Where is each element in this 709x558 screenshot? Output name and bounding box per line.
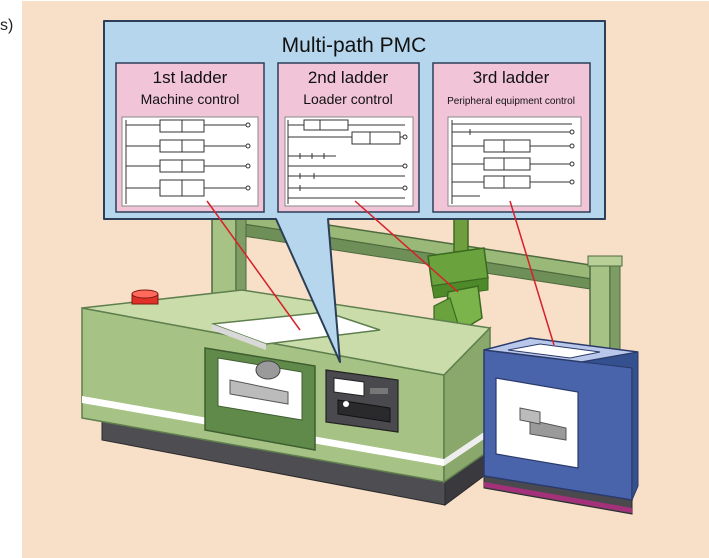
ladder-1-heading: 1st ladder bbox=[153, 68, 228, 87]
figure-marker: s) bbox=[0, 17, 13, 34]
connector-line-1 bbox=[206, 200, 301, 331]
ladder-box-1: 1st ladder Machine control bbox=[115, 62, 265, 213]
ladder-1-subtitle: Machine control bbox=[141, 91, 240, 107]
ladder-box-3: 3rd ladder Peripheral equipment control bbox=[432, 62, 591, 213]
ladder-box-2: 2nd ladder Loader control bbox=[277, 62, 420, 213]
ladder-2-heading: 2nd ladder bbox=[308, 68, 389, 87]
connector-lines bbox=[206, 200, 555, 346]
machine-tool bbox=[81, 289, 493, 506]
pmc-callout: Multi-path PMC 1st ladder Machine contro… bbox=[103, 20, 606, 363]
peripheral-equipment bbox=[483, 337, 639, 515]
connector-line-3 bbox=[509, 200, 555, 346]
ladder-2-subtitle: Loader control bbox=[303, 91, 393, 107]
connector-line-2 bbox=[354, 200, 459, 293]
ladder-3-subtitle: Peripheral equipment control bbox=[447, 96, 575, 107]
loader-head bbox=[427, 209, 489, 347]
pmc-title: Multi-path PMC bbox=[282, 34, 427, 57]
ladder-3-heading: 3rd ladder bbox=[473, 68, 550, 87]
